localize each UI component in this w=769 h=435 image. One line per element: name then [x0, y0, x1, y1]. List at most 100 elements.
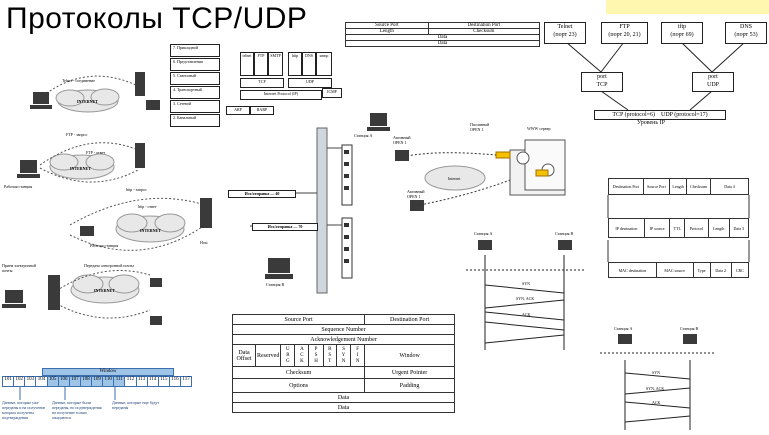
highlight-strip [606, 0, 769, 14]
tcp-destination-port: Destination Port [364, 314, 455, 325]
station-b-label: Станция B [266, 282, 285, 287]
hs2-station-a: Станция А [614, 326, 633, 331]
app-snmp: snmp [316, 52, 332, 76]
tcp-box: TCP [240, 78, 284, 88]
mail-send-label: Передача электронной почты [84, 263, 134, 268]
window-cell: 103 [25, 377, 37, 386]
handshake-1 [466, 255, 585, 350]
osi-layer-6: 6. Представления [170, 58, 220, 71]
frame-tcp-cell: Source Port [642, 178, 670, 195]
window-cell: 106 [58, 377, 70, 386]
osi-layer-7: 7. Прикладной [170, 44, 220, 57]
hs1-syn: SYN [522, 281, 531, 286]
mail-receive-label: Прием электронной почты [2, 263, 36, 273]
frame-ip-cell: IP destination [608, 218, 645, 238]
computer-icons-middle [265, 113, 424, 279]
frame-ip-cell: IP source [643, 218, 671, 238]
port-dns-name: DNS [739, 24, 752, 30]
page-title: Протоколы TCP/UDP [6, 2, 308, 35]
window-cell: 111 [114, 377, 126, 386]
hs2-station-b: Станция B [680, 326, 699, 331]
frame-mac-cell: MAC destination [608, 262, 657, 278]
active-open-label-2: Активный OPEN 1 [407, 189, 425, 199]
udp-box: UDP [288, 78, 332, 88]
outgoing-70-label: Исх/отправка — 70 [252, 223, 318, 231]
port-ftp: FTP (порт 20, 21) [601, 22, 648, 44]
telnet-label: Telnet - соединение [62, 78, 95, 83]
computer-icons-left [2, 72, 212, 325]
internet-cloud-right [424, 165, 486, 191]
window-note-future: Данные, которые еще будут переданы [112, 400, 160, 410]
internet-label-5: Internet [448, 176, 461, 181]
frame-tcp-cell: Checksum [686, 178, 711, 195]
window-cell: 112 [125, 377, 137, 386]
tcp-sequence-number: Sequence Number [232, 324, 455, 335]
frame-ip-row: IP destination IP source TTL Protocol Le… [608, 218, 750, 238]
window-cell: 110 [103, 377, 115, 386]
frame-tcp-cell: Data 4 [710, 178, 749, 195]
port-tftp: tftp (порт 69) [661, 22, 703, 44]
frame-ip-cell: Protocol [684, 218, 709, 238]
hs2-ack: ACK [652, 400, 661, 405]
internet-label-4: INTERNET [94, 288, 115, 293]
frame-mac-cell: Type [692, 262, 711, 278]
window-cell: 108 [80, 377, 92, 386]
udp-data-2: Data [345, 40, 540, 47]
tcp-urgent-pointer: Urgent Pointer [364, 366, 455, 379]
window-bar: Window [42, 368, 174, 376]
window-cell: 114 [148, 377, 159, 386]
tcp-padding: Padding [364, 378, 455, 393]
workstation-label-1: Рабочая станция [4, 184, 33, 189]
hs1-station-a: Станция А [474, 231, 493, 236]
ip-udp-protocol: UDP (protocol=17) [661, 112, 708, 118]
frame-tcp-row: Destination Port Source Port Length Chec… [608, 178, 749, 195]
icmp-box: ICMP [322, 88, 342, 98]
tcp-data-1: Data [232, 392, 455, 403]
network-trunk [316, 127, 328, 294]
hs2-syn: SYN [652, 370, 661, 375]
osi-layers: 7. Прикладной 6. Представления 5. Сеансо… [170, 44, 220, 127]
window-cell: 113 [137, 377, 148, 386]
port-dns-number: (порт 53) [734, 32, 758, 38]
frame-mac-row: MAC destination MAC source Type Data 2 C… [608, 262, 750, 278]
www-server-label: WWW сервер [527, 126, 551, 131]
handshake-2 [600, 352, 715, 430]
tcp-header-table: Source Port Destination Port Sequence Nu… [231, 314, 455, 413]
port-udp-line1: port [708, 74, 718, 80]
tcpip-stack: telnet FTP SMTP http DNS snmp TCP UDP In… [226, 44, 356, 116]
hs1-syn-ack: SYN, ACK [516, 296, 535, 301]
window-cell: 102 [14, 377, 26, 386]
ip-layer-box: TCP (protocol=6) UDP (protocol=17) [594, 110, 726, 120]
connection-arcs [39, 75, 206, 319]
window-cell: 107 [69, 377, 81, 386]
port-tftp-number: (порт 69) [670, 32, 694, 38]
hs1-station-b: Станция B [555, 231, 574, 236]
tcp-data-offset: Data Offset [232, 344, 256, 367]
tcp-source-port: Source Port [231, 314, 366, 325]
window-cell: 104 [36, 377, 48, 386]
port-tcp-line2: TCP [596, 82, 608, 88]
workstation-label-2: Рабочая станция [90, 243, 119, 248]
window-cell: 109 [92, 377, 104, 386]
port-ftp-name: FTP [619, 24, 630, 30]
frame-tcp-cell: Destination Port [608, 178, 644, 195]
port-tcp-box: port TCP [581, 72, 623, 92]
window-cell: 101 [3, 377, 15, 386]
osi-layer-4: 4. Транспортный [170, 86, 220, 99]
window-note-acked: Данные, которые уже переданы и на получе… [2, 400, 46, 420]
osi-layer-2: 2. Канальный [170, 114, 220, 127]
cloud-ftp [49, 153, 115, 180]
cloud-mail [70, 274, 140, 304]
internet-label-1: INTERNET [77, 99, 98, 104]
internet-label-2: INTERNET [70, 166, 91, 171]
outgoing-40-label: Исх/отправка — 40 [228, 190, 296, 198]
cloud-http [115, 213, 186, 243]
cloud-telnet [55, 88, 120, 113]
ip-tcp-protocol: TCP (protocol=6) [612, 112, 655, 118]
window-cells: 101 102 103 104 105 106 107 108 109 110 … [2, 376, 192, 387]
port-udp-box: port UDP [692, 72, 734, 92]
